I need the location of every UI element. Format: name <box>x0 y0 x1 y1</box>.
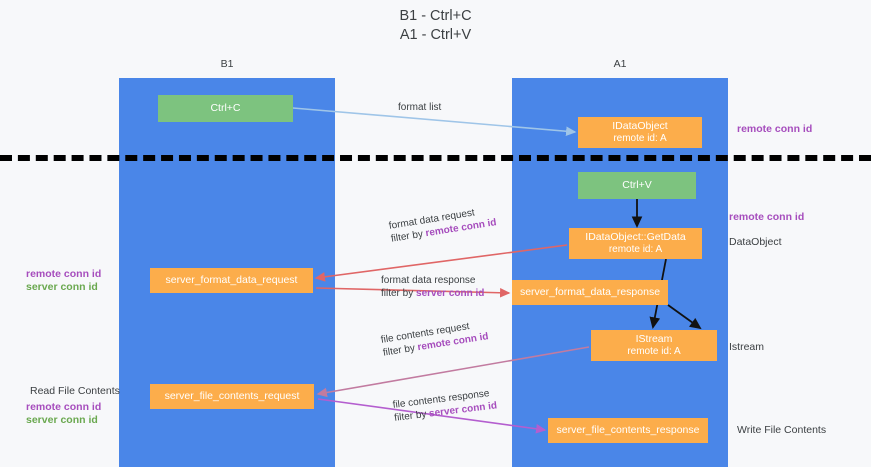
node-idataobject-getdata[interactable]: IDataObject::GetData remote id: A <box>569 228 702 259</box>
node-idataobject[interactable]: IDataObject remote id: A <box>578 117 702 148</box>
node-server-format-data-response[interactable]: server_format_data_response <box>512 280 668 305</box>
node-idataobject-sublabel: remote id: A <box>613 132 667 144</box>
node-ctrl-v[interactable]: Ctrl+V <box>578 172 696 199</box>
trust-boundary-divider <box>0 155 871 161</box>
connector-response-to-istream <box>667 304 702 330</box>
node-server-file-contents-response-label: server_file_contents_response <box>556 424 700 437</box>
annotation-left-read-file-contents: Read File Contents <box>30 385 120 397</box>
connector-file-contents-request <box>316 346 590 398</box>
diagram-title: B1 - Ctrl+C A1 - Ctrl+V <box>399 8 472 43</box>
edge-label-format-list-text: format list <box>398 102 442 113</box>
node-ctrl-c[interactable]: Ctrl+C <box>158 95 293 122</box>
node-ctrl-v-label: Ctrl+V <box>622 179 652 192</box>
node-istream-sublabel: remote id: A <box>627 345 681 357</box>
annotation-right-istream: Istream <box>729 341 765 353</box>
node-istream[interactable]: IStream remote id: A <box>591 330 717 361</box>
connector-file-contents-response <box>317 398 547 434</box>
lane-header-a1-title: A1 <box>613 57 627 70</box>
annotation-right-dataobject: DataObject <box>729 236 782 248</box>
node-idataobject-getdata-sublabel: remote id: A <box>608 243 663 255</box>
connector-format-data-request <box>314 244 568 282</box>
annotation-left-conn-ids-top: remote conn id server conn id <box>26 268 101 294</box>
annotation-right-remote-conn-id-mid: remote conn id <box>729 211 805 223</box>
node-server-format-data-response-label: server_format_data_response <box>519 286 661 299</box>
filter-prefix: filter by <box>381 288 417 299</box>
edge-label-format-data-response-text: format data response <box>381 275 476 286</box>
node-idataobject-label: IDataObject <box>612 120 668 132</box>
edge-label-format-data-response-filter: filter by server conn id <box>381 287 484 300</box>
connector-format-data-response <box>315 287 511 298</box>
annotation-right-remote-conn-id-top: remote conn id <box>737 123 813 135</box>
connector-format-list <box>292 107 577 137</box>
node-server-format-data-request-label: server_format_data_request <box>165 274 298 287</box>
node-ctrl-c-label: Ctrl+C <box>210 102 241 115</box>
lane-header-b1-title: B1 <box>220 57 234 70</box>
node-server-file-contents-response[interactable]: server_file_contents_response <box>548 418 708 443</box>
annotation-left-remote-conn-id-1: remote conn id <box>26 268 102 280</box>
annotation-left-conn-ids-bottom: remote conn id server conn id <box>26 401 101 427</box>
edge-label-format-data-response: format data response filter by server co… <box>381 274 484 300</box>
annotation-right-write-file-contents: Write File Contents <box>737 424 827 436</box>
annotation-left-remote-conn-id-2: remote conn id <box>26 401 102 413</box>
annotation-left-server-conn-id-2: server conn id <box>26 414 98 426</box>
node-idataobject-getdata-label: IDataObject::GetData <box>585 231 686 243</box>
node-server-format-data-request[interactable]: server_format_data_request <box>150 268 313 293</box>
node-server-file-contents-request[interactable]: server_file_contents_request <box>150 384 314 409</box>
node-server-file-contents-request-label: server_file_contents_request <box>164 390 300 403</box>
filter-key-server-conn-id: server conn id <box>416 288 485 299</box>
edge-label-format-list: format list <box>398 101 441 114</box>
node-istream-label: IStream <box>635 333 673 345</box>
annotation-left-server-conn-id-1: server conn id <box>26 281 98 293</box>
